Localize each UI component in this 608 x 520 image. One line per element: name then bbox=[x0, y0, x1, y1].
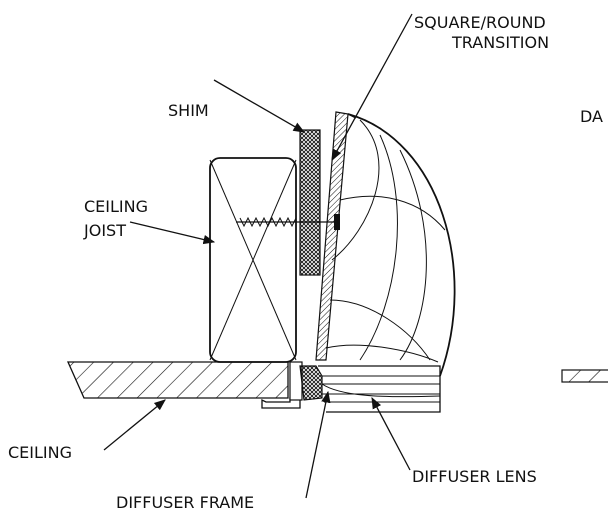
transition-duct bbox=[315, 111, 357, 361]
label-diffuser-lens: DIFFUSER LENS bbox=[412, 467, 537, 486]
label-diffuser-frame: DIFFUSER FRAME bbox=[116, 493, 254, 512]
diffuser-lens bbox=[318, 365, 441, 413]
label-ceiling-joist-1: CEILING bbox=[84, 197, 148, 216]
ceiling-joist bbox=[209, 157, 297, 363]
leader-ceiling bbox=[103, 399, 166, 451]
diffuser-dome bbox=[325, 113, 456, 377]
diffuser-frame bbox=[261, 361, 323, 409]
label-square-round: SQUARE/ROUND bbox=[414, 13, 546, 32]
leader-shim bbox=[213, 79, 306, 133]
label-ceiling-joist-2: JOIST bbox=[83, 221, 126, 240]
shim bbox=[299, 129, 321, 276]
ceiling-slab-right bbox=[561, 369, 608, 383]
label-transition: TRANSITION bbox=[451, 33, 549, 52]
leader-joist bbox=[129, 221, 216, 245]
leader-transition bbox=[331, 13, 413, 162]
label-shim: SHIM bbox=[168, 101, 209, 120]
label-ceiling: CEILING bbox=[8, 443, 72, 462]
leader-lens bbox=[371, 396, 411, 471]
label-damper: DA bbox=[580, 107, 603, 126]
leader-frame bbox=[305, 390, 331, 499]
screw bbox=[236, 214, 340, 230]
ceiling-slab bbox=[66, 361, 289, 399]
